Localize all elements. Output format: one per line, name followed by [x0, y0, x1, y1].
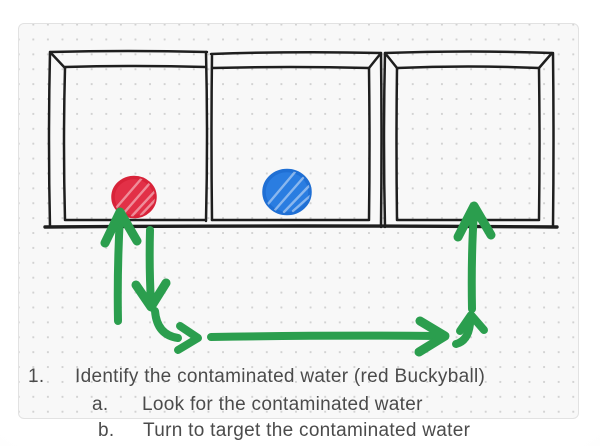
red-buckyball-body[interactable] — [111, 175, 157, 219]
arrow-down-from-left-tank-head[interactable] — [131, 278, 171, 312]
instruction-1a-text: Look for the contaminated water — [142, 394, 423, 415]
arrow-down-from-left-tank-shaft[interactable] — [145, 226, 155, 307]
tank-middle-inner-frame[interactable] — [210, 65, 371, 222]
instruction-1b-text: Turn to target the contaminated water — [143, 420, 471, 441]
arrow-elbow-down-to-right-shaft[interactable] — [151, 307, 182, 342]
arrow-elbow-down-to-right[interactable] — [151, 307, 202, 354]
arrow-elbow-right-to-up[interactable] — [452, 311, 488, 348]
arrow-elbow-right-to-up-shaft[interactable] — [452, 320, 474, 348]
arrow-elbow-down-to-right-head[interactable] — [174, 322, 202, 354]
red-buckyball[interactable] — [111, 175, 157, 219]
blue-buckyball-hatch — [266, 170, 310, 214]
tank-left-outline[interactable] — [47, 49, 209, 229]
arrow-long-horizontal[interactable] — [207, 316, 450, 357]
tanks-group — [43, 49, 559, 229]
instruction-1b-marker: b. — [98, 420, 115, 441]
arrow-elbow-right-to-up-head[interactable] — [456, 311, 488, 335]
instruction-1-marker: 1. — [28, 366, 45, 387]
arrow-up-into-right-tank-head[interactable] — [453, 201, 496, 242]
tank-left-inner-frame[interactable] — [62, 50, 209, 223]
tank-right-outline[interactable] — [382, 50, 555, 229]
arrow-up-into-left-tank[interactable] — [100, 207, 142, 325]
arrow-up-into-right-tank-shaft[interactable] — [467, 208, 478, 313]
arrow-long-horizontal-head[interactable] — [414, 316, 450, 357]
tank-middle-outline[interactable] — [209, 50, 383, 229]
arrow-up-into-left-tank-head[interactable] — [100, 207, 142, 248]
tank-right[interactable] — [382, 50, 555, 229]
blue-buckyball-body[interactable] — [262, 168, 312, 216]
arrow-up-into-right-tank[interactable] — [453, 201, 496, 313]
tank-middle[interactable] — [209, 50, 383, 229]
arrow-down-from-left-tank[interactable] — [131, 226, 171, 312]
arrow-long-horizontal-shaft[interactable] — [207, 331, 442, 341]
route-arrows-group — [100, 201, 496, 357]
instruction-1-text: Identify the contaminated water (red Buc… — [75, 366, 486, 387]
arrow-up-into-left-tank-shaft[interactable] — [113, 212, 124, 325]
tank-right-inner-frame[interactable] — [395, 65, 541, 222]
blue-buckyball[interactable] — [262, 168, 312, 216]
instruction-1a-marker: a. — [92, 394, 109, 415]
red-buckyball-hatch — [114, 177, 155, 217]
tank-left[interactable] — [47, 49, 209, 229]
